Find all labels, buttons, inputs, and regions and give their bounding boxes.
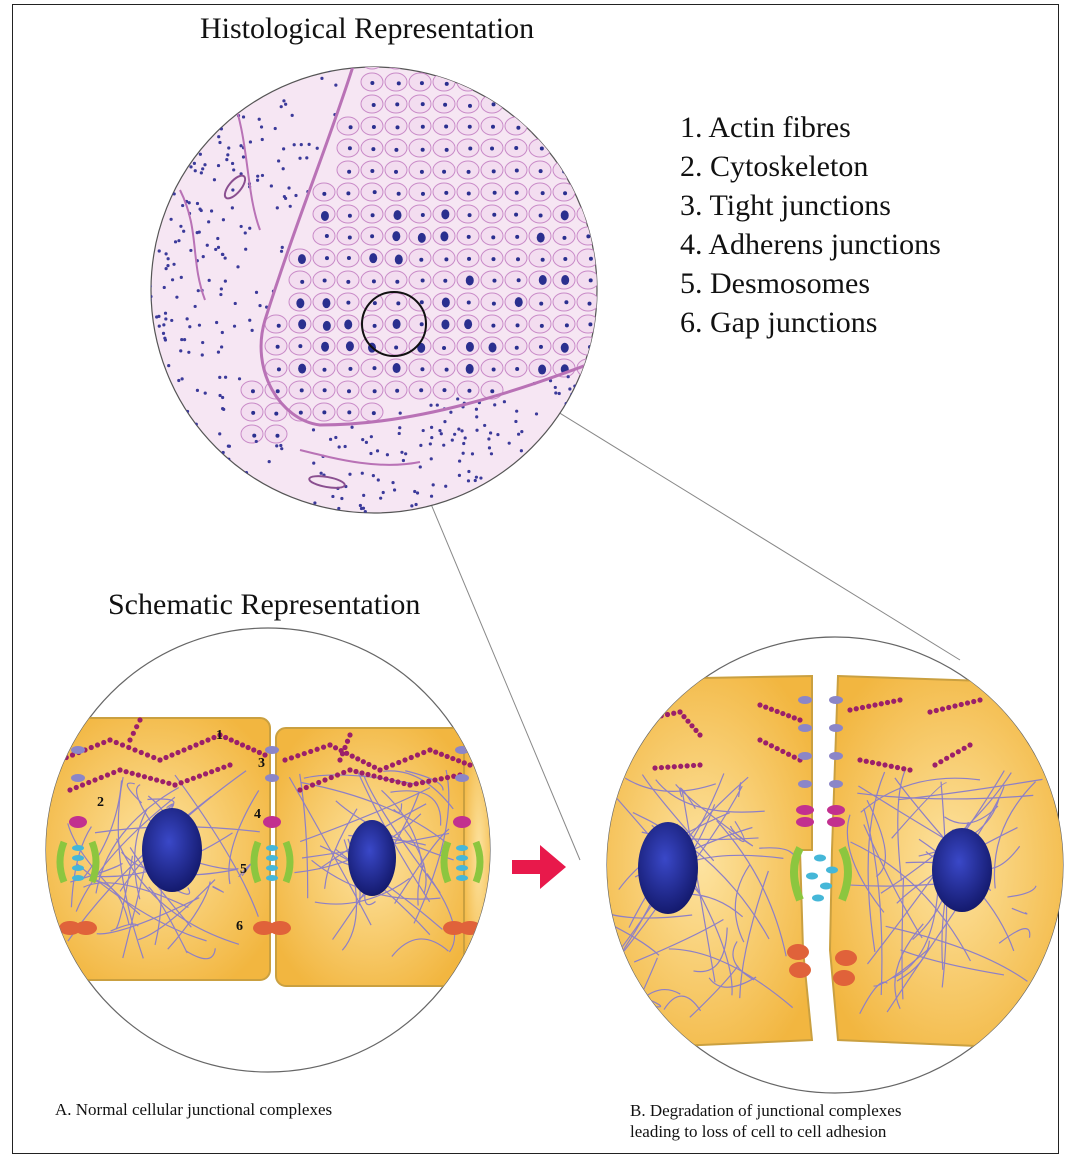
caption-b: B. Degradation of junctional complexes l…: [630, 1100, 1030, 1142]
caption-a: A. Normal cellular junctional complexes: [55, 1100, 332, 1120]
label-6: 6: [236, 919, 243, 935]
histology-circle: [148, 51, 623, 516]
panel-b-degraded-cells: [590, 637, 1067, 1093]
nucleus-left-b: [638, 822, 698, 914]
progression-arrow: [512, 845, 566, 889]
nucleus-right-b: [932, 828, 992, 912]
panel-a-normal-cells: [40, 628, 494, 1072]
label-2: 2: [97, 795, 104, 811]
label-3: 3: [258, 756, 265, 772]
caption-b-line1: B. Degradation of junctional complexes: [630, 1100, 1030, 1121]
label-5: 5: [240, 862, 247, 878]
nucleus-left: [142, 808, 202, 892]
nucleus-right: [348, 820, 396, 896]
label-4: 4: [254, 807, 261, 823]
caption-b-line2: leading to loss of cell to cell adhesion: [630, 1121, 1030, 1142]
label-1: 1: [216, 728, 223, 744]
cell-left-b: [590, 676, 812, 1050]
